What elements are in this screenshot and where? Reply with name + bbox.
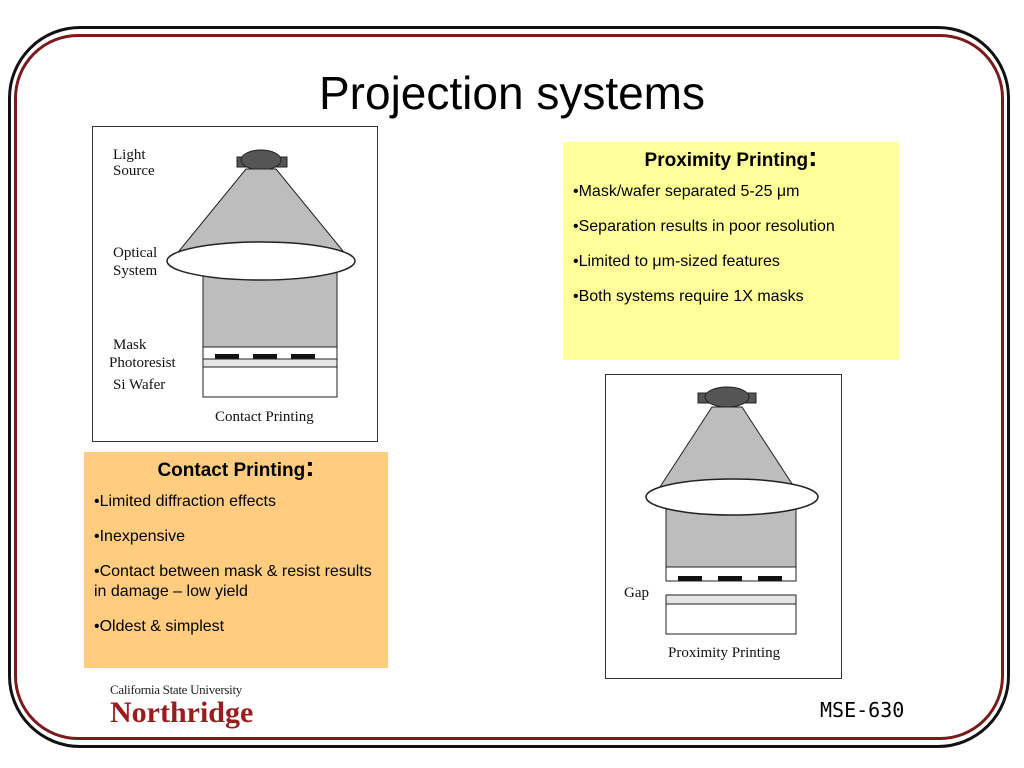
- si-wafer: [202, 366, 338, 398]
- optical-lens: [645, 478, 819, 516]
- contact-bullet-list: •Limited diffraction effects •Inexpensiv…: [94, 492, 378, 637]
- contact-printing-box: Contact Printing: •Limited diffraction e…: [84, 452, 388, 668]
- proximity-heading: Proximity Printing:: [644, 141, 818, 172]
- logo-line-1: California State University: [110, 682, 242, 697]
- label-mask: Mask: [113, 337, 147, 353]
- proximity-printing-box: Proximity Printing: •Mask/wafer separate…: [563, 142, 899, 360]
- proximity-printing-figure: Gap Proximity Printing: [605, 374, 842, 679]
- label-light-source-2: Source: [113, 163, 155, 179]
- list-item: •Limited diffraction effects: [94, 493, 276, 510]
- contact-figure-caption: Contact Printing: [215, 409, 314, 425]
- lamp-bulb: [704, 386, 750, 408]
- list-item: •Inexpensive: [94, 528, 185, 545]
- list-item: •Separation results in poor resolution: [573, 218, 835, 235]
- csun-logo: California State University Northridge: [110, 682, 280, 728]
- list-item: •Limited to μm-sized features: [573, 253, 780, 270]
- label-gap: Gap: [624, 585, 649, 601]
- list-item: •Contact between mask & resist results i…: [94, 563, 372, 600]
- proximity-figure-caption: Proximity Printing: [668, 645, 781, 661]
- label-photoresist: Photoresist: [109, 355, 177, 371]
- optical-lens: [166, 241, 356, 281]
- label-optical-2: System: [113, 263, 158, 279]
- label-si-wafer: Si Wafer: [113, 377, 165, 393]
- slide-frame-inner: [14, 34, 1004, 740]
- contact-printing-figure: Light Source Optical System Mask Photore…: [92, 126, 378, 442]
- photoresist-layer: [202, 358, 338, 368]
- lamp-bulb: [240, 149, 282, 171]
- logo-line-2: Northridge: [110, 696, 254, 729]
- slide-title: Projection systems: [318, 67, 705, 119]
- photoresist-layer: [665, 594, 797, 605]
- label-light-source-1: Light: [113, 147, 146, 163]
- si-wafer: [665, 603, 797, 635]
- proximity-bullet-list: •Mask/wafer separated 5-25 μm •Separatio…: [573, 182, 889, 307]
- list-item: •Both systems require 1X masks: [573, 288, 804, 305]
- slide-frame-outer: [8, 26, 1010, 748]
- label-optical-1: Optical: [113, 245, 157, 261]
- list-item: •Mask/wafer separated 5-25 μm: [573, 183, 800, 200]
- course-code: MSE-630: [820, 698, 905, 722]
- contact-heading: Contact Printing:: [157, 451, 315, 482]
- light-cone: [177, 168, 345, 252]
- list-item: •Oldest & simplest: [94, 618, 225, 635]
